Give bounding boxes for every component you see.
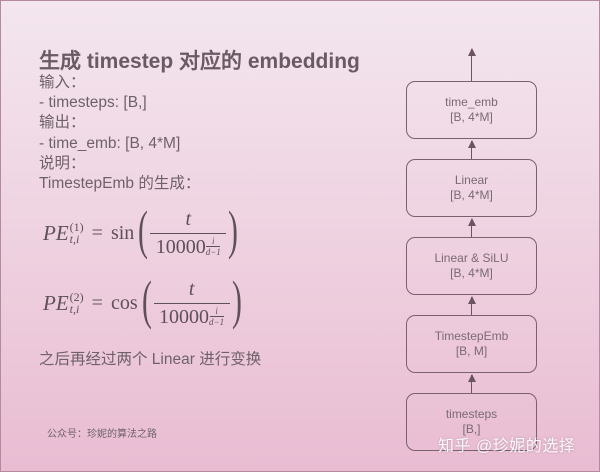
- formula-indices: (2) t,i: [70, 291, 84, 315]
- arrow-up-icon: [466, 296, 477, 315]
- formula-lhs: PE: [43, 220, 69, 245]
- formula-sub: t,i: [69, 232, 80, 246]
- formula-eq: =: [91, 291, 103, 314]
- formula-lhs: PE: [43, 290, 69, 315]
- node-timestep-emb: TimestepEmb [B, M]: [406, 315, 537, 373]
- node-shape: [B, 4*M]: [450, 266, 493, 280]
- explain-value: TimestepEmb 的生成：: [39, 175, 201, 193]
- node-label: timesteps: [445, 407, 498, 421]
- arrow-up-icon: [466, 374, 477, 393]
- arrow-up-icon: [466, 48, 477, 81]
- formula-numerator: t: [185, 207, 192, 230]
- formula-open-paren: (: [141, 270, 152, 330]
- node-shape: [B,]: [462, 422, 481, 436]
- note-text: 之后再经过两个 Linear 进行变换: [39, 351, 262, 368]
- exp-den: d−1: [205, 246, 221, 257]
- arrow-up-icon: [466, 140, 477, 159]
- node-label: Linear & SiLU: [434, 251, 509, 265]
- formula-sup: (2): [69, 290, 84, 304]
- input-label: 输入：: [39, 74, 86, 91]
- node-timesteps: timesteps [B,]: [406, 393, 537, 451]
- formula-sup: (1): [69, 220, 84, 234]
- node-linear-silu: Linear & SiLU [B, 4*M]: [406, 237, 537, 295]
- formula-indices: (1) t,i: [70, 221, 84, 245]
- input-value: - timesteps: [B,]: [39, 94, 147, 112]
- formula-numerator: t: [188, 277, 195, 300]
- denominator-base: 10000: [159, 305, 210, 328]
- node-label: Linear: [454, 173, 489, 187]
- formula-close-paren: ): [231, 270, 242, 330]
- node-label: TimestepEmb: [434, 329, 509, 343]
- output-value: - time_emb: [B, 4*M]: [39, 134, 181, 152]
- footer-credit: 公众号：珍妮的算法之路: [47, 429, 157, 440]
- node-shape: [B, 4*M]: [450, 188, 493, 202]
- denominator-base: 10000: [155, 235, 206, 258]
- description: 输入： - timesteps: [B,] 输出： - time_emb: [B…: [39, 73, 200, 194]
- watermark: 知乎 @珍妮的选择: [438, 438, 576, 455]
- formula-open-paren: (: [138, 200, 149, 260]
- formula-func: cos: [110, 291, 138, 314]
- formula-close-paren: ): [228, 200, 239, 260]
- node-shape: [B, 4*M]: [450, 110, 493, 124]
- fraction-bar: [150, 232, 227, 234]
- formula-sub: t,i: [69, 302, 80, 316]
- node-time-emb: time_emb [B, 4*M]: [406, 81, 537, 139]
- fraction-bar: [153, 302, 230, 304]
- exp-bar: [206, 245, 221, 247]
- exp-num: i: [212, 235, 215, 246]
- formula-eq: =: [91, 221, 103, 244]
- exp-bar: [209, 315, 224, 317]
- exp-num: i: [215, 305, 218, 316]
- output-label: 输出：: [39, 114, 86, 132]
- explain-label: 说明：: [39, 154, 86, 172]
- arrow-up-icon: [466, 218, 477, 237]
- formula-func: sin: [110, 221, 135, 244]
- exp-den: d−1: [209, 316, 225, 327]
- node-shape: [B, M]: [455, 344, 488, 358]
- node-label: time_emb: [445, 95, 498, 109]
- slide-title: 生成 timestep 对应的 embedding: [39, 50, 360, 73]
- node-linear: Linear [B, 4*M]: [406, 159, 537, 217]
